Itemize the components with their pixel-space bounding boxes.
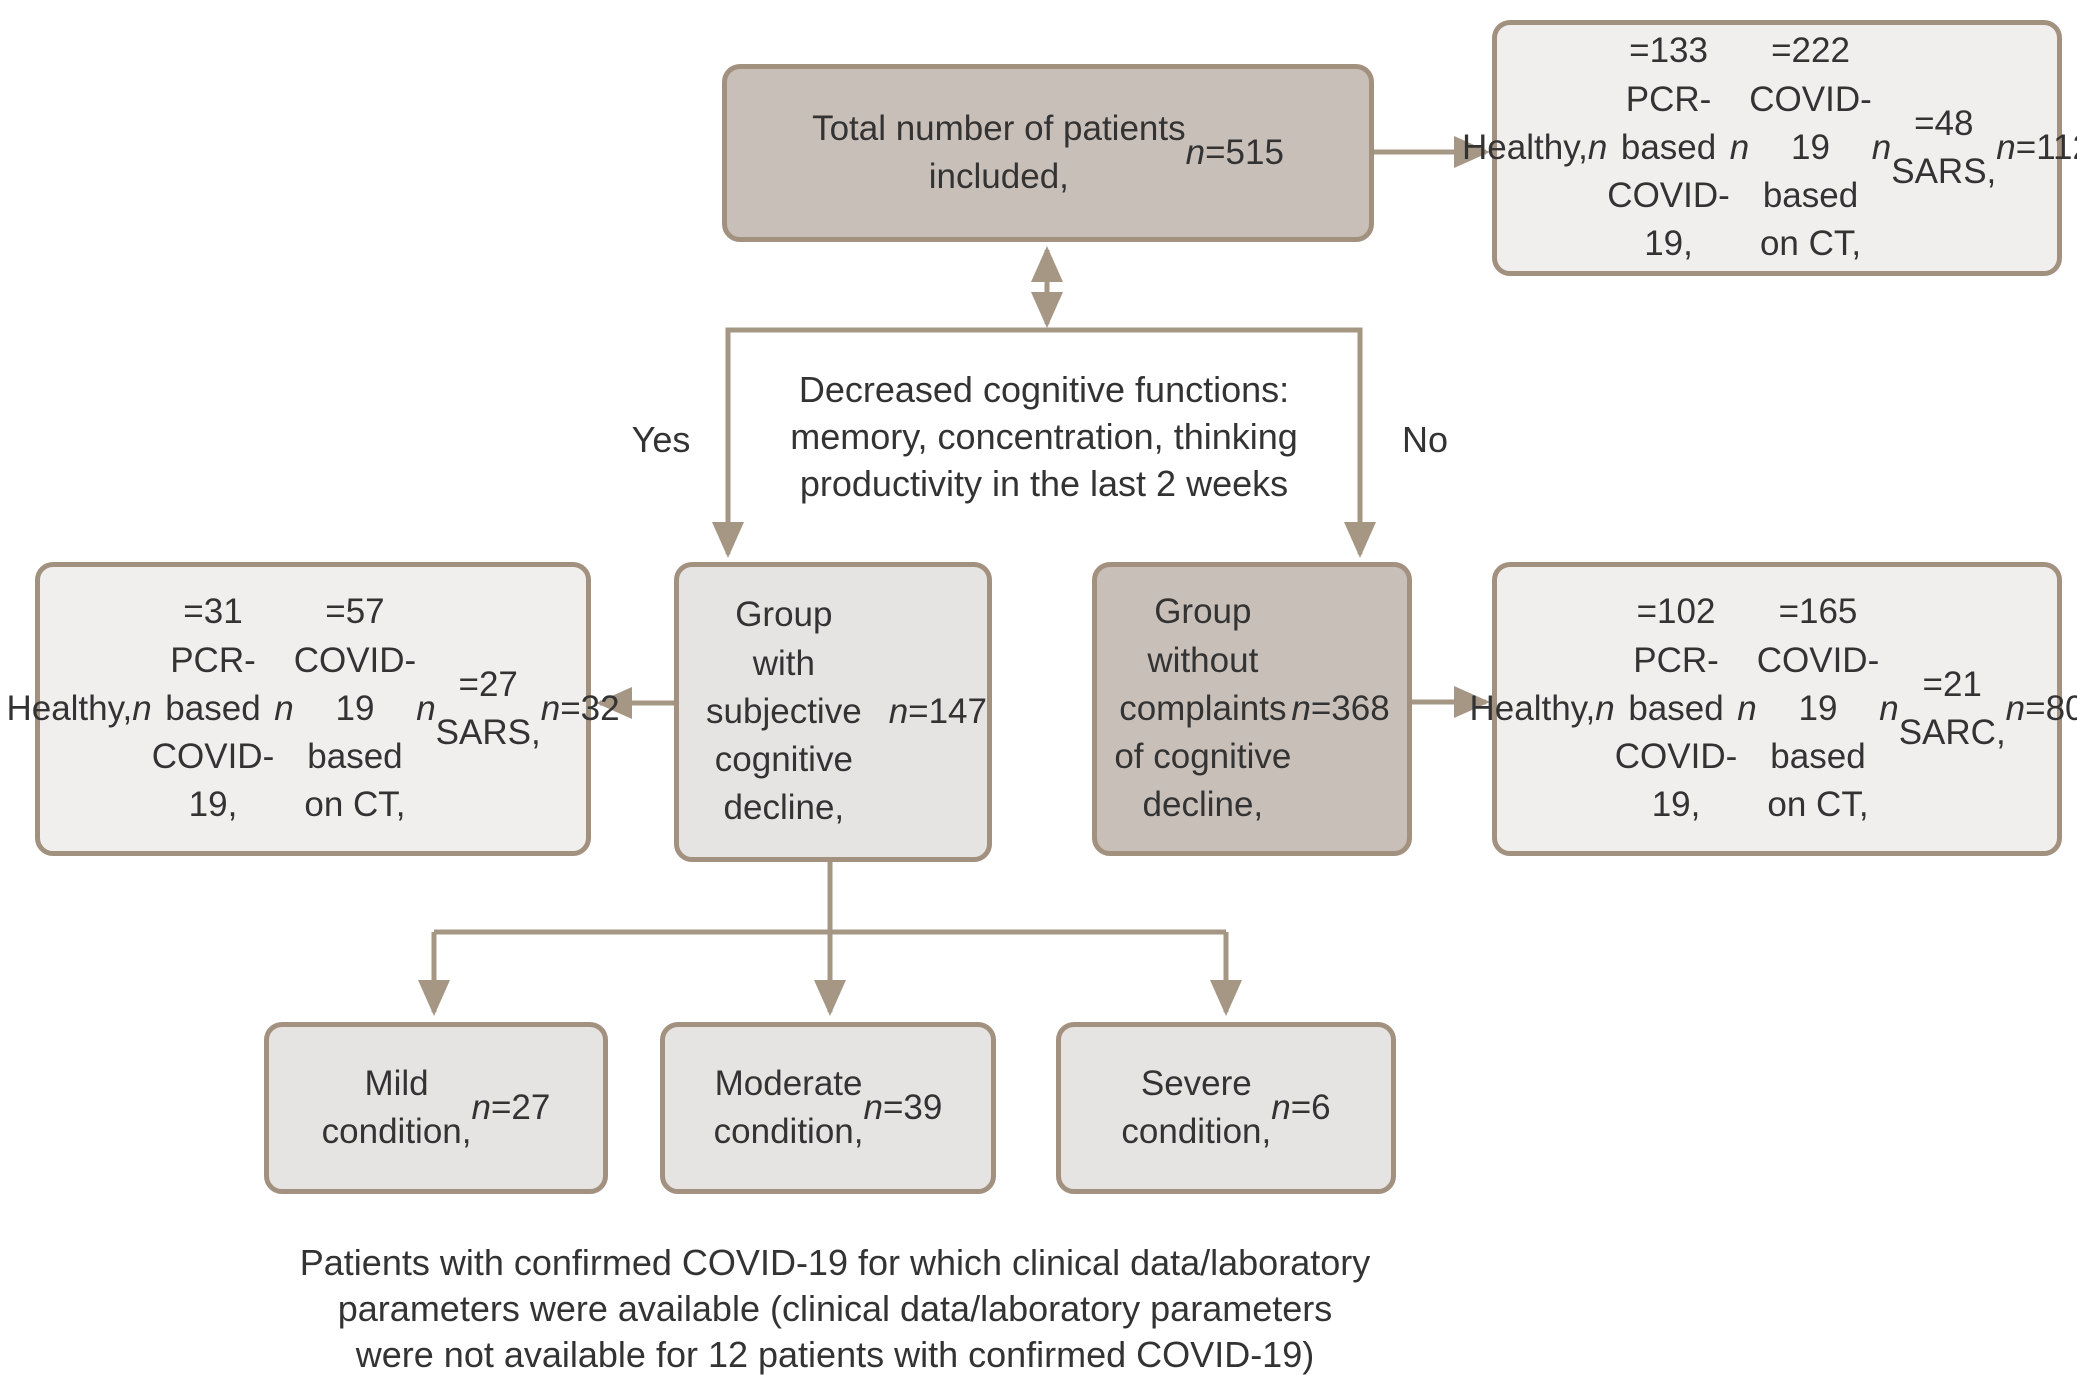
footnote-caption: Patients with confirmed COVID-19 for whi… bbox=[299, 1242, 1371, 1376]
node-severe-condition: Severe condition, n=6 bbox=[1056, 1022, 1396, 1194]
node-scd-breakdown: Healthy, n=31 PCR-based COVID-19, n=57 C… bbox=[6, 562, 620, 856]
branch-label-no: No bbox=[1401, 419, 1449, 460]
branch-label-yes: Yes bbox=[631, 419, 691, 460]
node-subjective-cognitive-decline-group: Group with subjective cognitive decline,… bbox=[674, 562, 992, 862]
decision-question-text: Decreased cognitive functions: memory, c… bbox=[790, 369, 1298, 505]
node-mild-condition: Mild condition, n=27 bbox=[264, 1022, 608, 1194]
node-total-patients: Total number of patients included, n=515 bbox=[722, 64, 1374, 242]
node-no-complaints-group: Group without complaints of cognitive de… bbox=[1092, 562, 1412, 856]
node-no-complaints-breakdown: Healthy, n=102 PCR-based COVID-19, n=165… bbox=[1469, 562, 2077, 856]
node-moderate-condition: Moderate condition, n=39 bbox=[660, 1022, 996, 1194]
decision-bracket-yes-no-arrows-icon bbox=[712, 327, 1376, 558]
node-total-breakdown: Healthy, n=133 PCR-based COVID-19, n=222… bbox=[1462, 20, 2077, 276]
